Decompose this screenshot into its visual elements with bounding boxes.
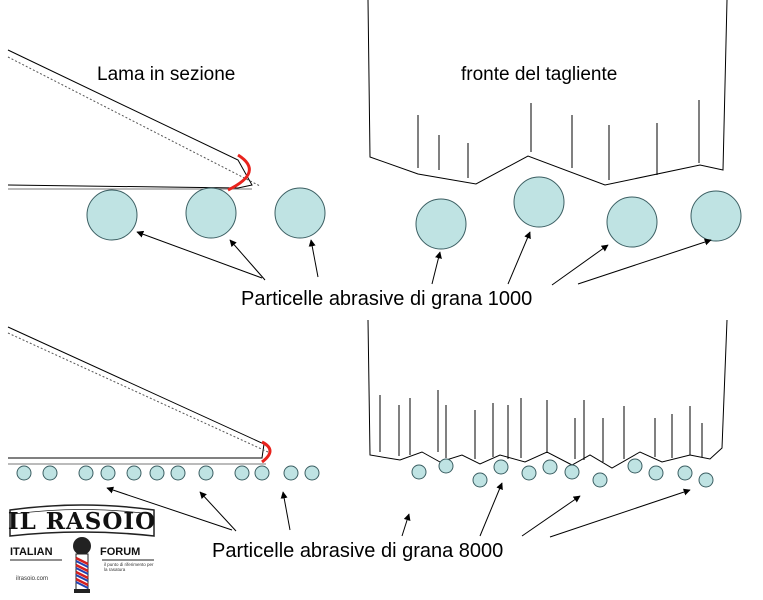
particle <box>86 189 138 241</box>
particle <box>592 472 608 488</box>
particle <box>438 458 454 474</box>
blade-section-label: Lama in sezione <box>97 64 236 85</box>
il-rasoio-logo: IL RASOIO ITALIAN FORUM il punto di rife… <box>6 502 158 598</box>
particle <box>170 465 186 481</box>
particle <box>606 196 658 248</box>
barber-pole-icon <box>73 537 91 593</box>
particle <box>648 465 664 481</box>
particle <box>521 465 537 481</box>
particle <box>78 465 94 481</box>
logo-word-forum: FORUM <box>100 546 141 558</box>
particle <box>513 176 565 228</box>
edge-highlight-1000 <box>227 153 251 192</box>
edge-front-label: fronte del tagliente <box>461 64 618 85</box>
particles-row-1000 <box>86 176 742 250</box>
edge-front-1000 <box>367 0 728 186</box>
blade-section-8000 <box>7 326 269 465</box>
particle <box>42 465 58 481</box>
particle <box>415 198 467 250</box>
logo-tagline: il punto di riferimento per la rasatura <box>104 562 154 572</box>
particle <box>542 459 558 475</box>
particle <box>690 190 742 242</box>
particle <box>100 465 116 481</box>
particle <box>411 464 427 480</box>
particle <box>274 187 326 239</box>
particles-row-8000-blade <box>16 465 320 481</box>
particle <box>185 187 237 239</box>
particle <box>234 465 250 481</box>
caption-grit-8000: Particelle abrasive di grana 8000 <box>212 540 504 562</box>
particle <box>254 465 270 481</box>
particle <box>493 459 509 475</box>
particle <box>149 465 165 481</box>
edge-highlight-8000 <box>261 440 272 464</box>
caption-grit-1000: Particelle abrasive di grana 1000 <box>241 288 533 310</box>
particle <box>564 464 580 480</box>
particle <box>126 465 142 481</box>
logo-title: IL RASOIO <box>7 508 157 535</box>
particles-row-8000-edge <box>411 458 714 488</box>
edge-front-8000 <box>367 319 728 469</box>
logo-url: ilrasoio.com <box>16 576 49 582</box>
logo-word-italian: ITALIAN <box>10 546 53 558</box>
particle <box>16 465 32 481</box>
particle <box>198 465 214 481</box>
arrows-1000 <box>136 230 712 286</box>
particle <box>283 465 299 481</box>
particle <box>304 465 320 481</box>
arrows-8000 <box>106 482 691 538</box>
particle <box>472 472 488 488</box>
particle <box>698 472 714 488</box>
particle <box>677 465 693 481</box>
particle <box>627 458 643 474</box>
